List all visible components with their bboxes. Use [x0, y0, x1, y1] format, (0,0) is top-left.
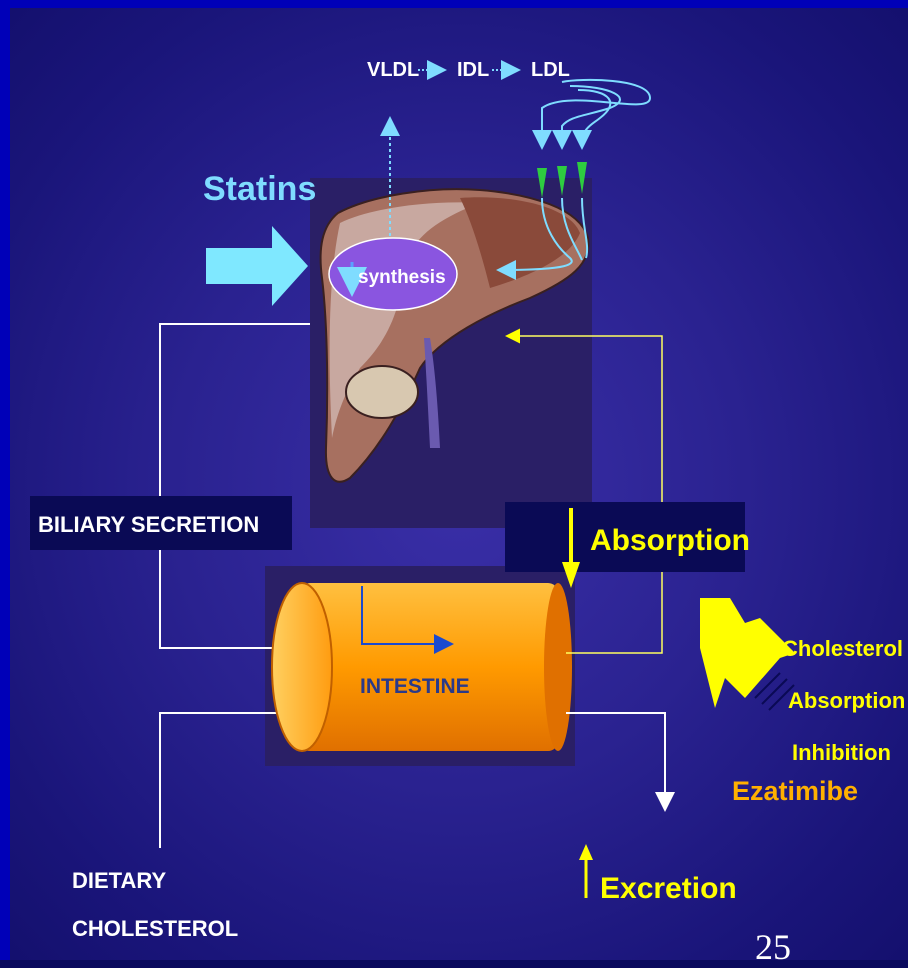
dietary-input-line: [159, 703, 312, 848]
inhibition-label: Inhibition: [792, 740, 891, 765]
vldl-label: VLDL: [367, 59, 419, 81]
intestine-tube: [271, 582, 572, 752]
liver-to-intestine-line: [361, 586, 454, 654]
absorption-label-box: [505, 502, 745, 572]
idl-label: IDL: [457, 59, 489, 81]
intestine-label: INTESTINE: [360, 675, 470, 698]
ldl-uptake-curves: [496, 78, 652, 280]
biliary-secretion-line: [159, 323, 312, 658]
cholesterol-label: Cholesterol: [782, 636, 903, 661]
biliary-secretion-label: BILIARY SECRETION: [38, 512, 259, 537]
page-number: 25: [755, 927, 791, 967]
ezatimibe-label: Ezatimibe: [732, 776, 858, 806]
excretion-label: Excretion: [600, 872, 737, 905]
absorption-inhibition-label: Absorption: [788, 688, 905, 713]
absorption-label: Absorption: [590, 524, 750, 557]
biliary-label-box: [30, 496, 292, 550]
dietary-cholesterol-label: CHOLESTEROL: [72, 916, 238, 941]
ldl-receptor-icons: [537, 162, 587, 198]
diagram-canvas: synthesis VLDL IDL LDL Statins BILIARY S…: [30, 59, 905, 941]
inhibition-arrow: [700, 598, 795, 711]
statins-label: Statins: [203, 170, 316, 208]
statins-arrow: [206, 226, 308, 306]
excretion-line: [566, 712, 675, 812]
synthesis-label: synthesis: [358, 267, 446, 288]
absorption-return-line: [505, 328, 663, 654]
ldl-label: LDL: [531, 59, 570, 81]
dietary-label: DIETARY: [72, 868, 166, 893]
